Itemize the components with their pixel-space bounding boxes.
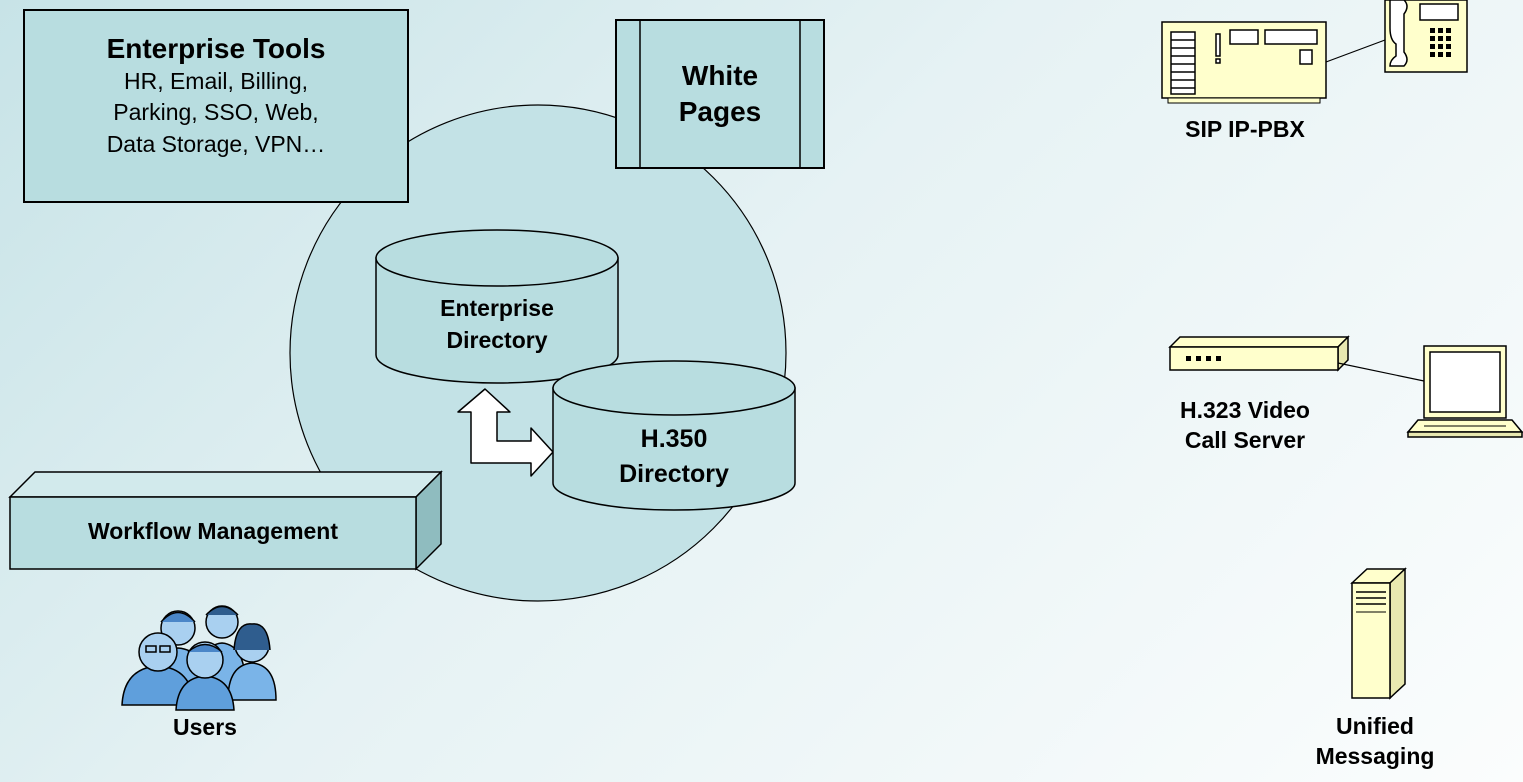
enterprise-tools-line-1: HR, Email, Billing, xyxy=(123,67,309,94)
h350-directory-label: H.350 Directory xyxy=(553,422,795,492)
workflow-management-box[interactable] xyxy=(8,470,443,571)
white-pages-line-2: Pages xyxy=(678,96,762,128)
enterprise-tools-line-3: Data Storage, VPN… xyxy=(106,130,326,157)
unified-messaging-line-1: Unified xyxy=(1336,713,1414,739)
sip-pbx-icon xyxy=(1161,21,1386,104)
sip-pbx-label: SIP IP-PBX xyxy=(1185,116,1305,142)
white-pages-box[interactable] xyxy=(615,19,825,169)
users-icon xyxy=(121,605,277,711)
enterprise-directory-label: Enterprise Directory xyxy=(376,292,618,356)
laptop-icon xyxy=(1406,345,1523,438)
h350-directory-cylinder[interactable] xyxy=(552,360,796,511)
white-pages-label: White Pages xyxy=(640,58,800,131)
video-call-server-label: H.323 Video Call Server xyxy=(1150,396,1340,456)
enterprise-tools-title: Enterprise Tools xyxy=(106,33,326,64)
telephone-icon xyxy=(1384,0,1468,73)
video-call-server-icon xyxy=(1168,335,1425,382)
unified-messaging-label: Unified Messaging xyxy=(1290,712,1460,772)
enterprise-tools-box[interactable] xyxy=(23,9,409,203)
enterprise-directory-line-1: Enterprise xyxy=(440,295,554,321)
enterprise-tools-line-2: Parking, SSO, Web, xyxy=(113,99,319,126)
h350-directory-line-2: Directory xyxy=(619,460,729,488)
video-call-server-line-1: H.323 Video xyxy=(1180,397,1310,423)
users-label: Users xyxy=(173,714,237,740)
workflow-management-label: Workflow Management xyxy=(87,518,339,544)
video-call-server-line-2: Call Server xyxy=(1184,426,1306,453)
enterprise-directory-cylinder[interactable] xyxy=(375,229,619,384)
enterprise-tools-label: Enterprise Tools HR, Email, Billing, Par… xyxy=(24,32,408,158)
h350-directory-line-1: H.350 xyxy=(640,425,708,453)
enterprise-directory-line-2: Directory xyxy=(446,327,548,354)
unified-messaging-line-2: Messaging xyxy=(1315,742,1435,769)
unified-messaging-icon xyxy=(1350,567,1407,700)
white-pages-line-1: White xyxy=(681,60,759,91)
